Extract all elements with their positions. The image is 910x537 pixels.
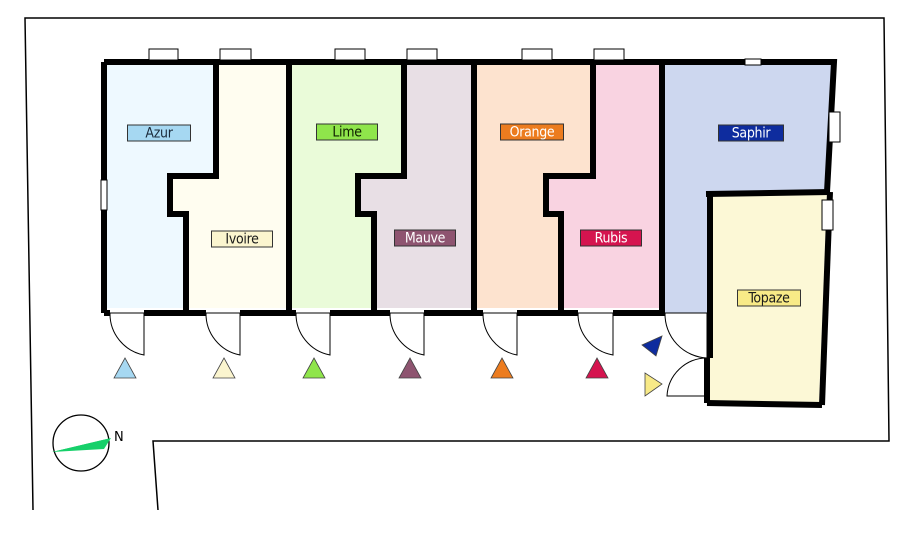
room-rubis [546,62,662,308]
entrance-marker-orange [490,357,514,379]
room-azur [104,62,216,308]
windows [100,48,841,231]
room-label-azur: Azur [127,124,191,142]
room-label-ivoire: Ivoire [211,230,273,248]
entrance-markers [113,335,663,397]
doors [109,312,708,397]
entrance-marker-lime [302,357,326,379]
entrance-marker-rubis [585,357,609,379]
entrance-marker-azur [113,357,137,379]
entrance-marker-saphir [641,335,663,357]
entrance-marker-topaze [644,372,663,397]
room-label-saphir: Saphir [718,124,784,142]
room-label-topaze: Topaze [737,289,801,307]
room-label-mauve: Mauve [394,229,456,247]
entrance-marker-mauve [398,357,422,379]
compass-icon [52,414,111,472]
room-label-rubis: Rubis [580,229,642,247]
site-boundary [24,17,890,511]
room-mauve [358,62,474,308]
compass-needle-tail [52,438,111,452]
room-label-lime: Lime [316,123,378,141]
compass-north-label: N [114,430,124,445]
entrance-marker-ivoire [212,357,236,379]
room-label-orange: Orange [500,123,564,141]
room-saphir [662,62,834,313]
